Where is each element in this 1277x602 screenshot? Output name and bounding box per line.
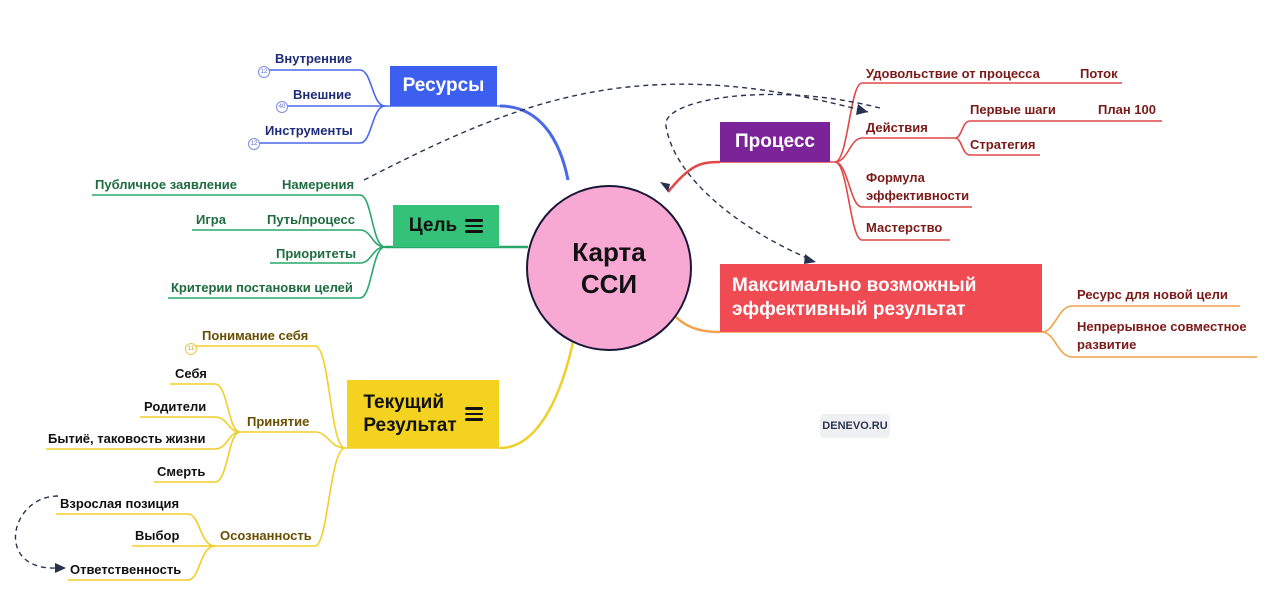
current-connectors	[46, 321, 579, 581]
result-node[interactable]: Максимально возможный эффективный резуль…	[720, 264, 1042, 332]
resources-external-badge: 40	[276, 101, 288, 113]
goal-item-intent[interactable]: Намерения	[282, 177, 355, 192]
awareness-item-adult[interactable]: Взрослая позиция	[60, 496, 180, 511]
awareness-item-responsibility[interactable]: Ответственность	[70, 562, 182, 577]
process-connectors	[667, 82, 1162, 241]
result-item-development-line1[interactable]: Непрерывное совместное	[1077, 319, 1247, 334]
goal-item-path[interactable]: Путь/процесс	[267, 212, 355, 227]
process-item-actions[interactable]: Действия	[866, 120, 928, 135]
resources-title: Ресурсы	[402, 75, 485, 96]
goal-item-criteria[interactable]: Критерии постановки целей	[171, 280, 353, 295]
awareness-item-choice[interactable]: Выбор	[135, 528, 180, 543]
arrow-heads	[55, 104, 868, 573]
current-item-acceptance[interactable]: Принятие	[247, 414, 310, 429]
result-title-line1: Максимально возможный	[732, 275, 977, 296]
goal-item-game[interactable]: Игра	[196, 212, 226, 227]
process-item-flow[interactable]: Поток	[1080, 66, 1118, 81]
resources-item-external[interactable]: Внешние	[293, 87, 352, 102]
goal-node[interactable]: Цель	[393, 205, 499, 247]
current-title-line1: Текущий	[363, 392, 445, 413]
result-item-development-line2[interactable]: развитие	[1077, 337, 1137, 352]
current-result-title: Текущий Результат	[363, 391, 456, 437]
current-item-awareness[interactable]: Осознанность	[220, 528, 312, 543]
resources-item-tools[interactable]: Инструменты	[265, 123, 353, 138]
current-result-node[interactable]: Текущий Результат	[347, 380, 499, 448]
goal-item-public[interactable]: Публичное заявление	[95, 177, 238, 192]
notes-icon	[465, 216, 484, 236]
process-item-strategy[interactable]: Стратегия	[970, 137, 1036, 152]
notes-icon	[464, 404, 483, 424]
goal-title: Цель	[408, 215, 458, 236]
central-title-line2: ССИ	[580, 269, 638, 299]
self-understanding-badge: 11	[185, 343, 197, 355]
process-item-formula-line1[interactable]: Формула	[866, 170, 925, 185]
resources-connectors	[255, 69, 570, 181]
result-title: Максимально возможный эффективный резуль…	[732, 274, 976, 322]
resources-item-internal[interactable]: Внутренние	[275, 51, 353, 66]
goal-connectors	[92, 194, 528, 299]
process-title: Процесс	[735, 131, 815, 152]
acceptance-item-death[interactable]: Смерть	[157, 464, 206, 479]
process-item-mastery[interactable]: Мастерство	[866, 220, 943, 235]
process-item-plan[interactable]: План 100	[1098, 102, 1156, 117]
relationship-arrows	[14, 83, 881, 569]
central-title-line1: Карта	[572, 237, 646, 267]
goal-item-priorities[interactable]: Приоритеты	[276, 246, 357, 261]
process-item-formula-line2[interactable]: эффективности	[866, 188, 970, 203]
current-item-self-understanding[interactable]: Понимание себя	[202, 328, 309, 343]
process-item-first-steps[interactable]: Первые шаги	[970, 102, 1056, 117]
result-item-resource[interactable]: Ресурс для новой цели	[1077, 287, 1228, 302]
watermark-label: DENEVO.RU	[820, 414, 890, 438]
current-title-line2: Результат	[363, 415, 457, 436]
acceptance-item-parents[interactable]: Родители	[144, 399, 207, 414]
central-node[interactable]: Карта ССИ	[526, 185, 692, 351]
resources-tools-badge: 12	[248, 138, 260, 150]
process-node[interactable]: Процесс	[720, 122, 830, 162]
acceptance-item-self[interactable]: Себя	[175, 366, 207, 381]
process-item-enjoyment[interactable]: Удовольствие от процесса	[866, 66, 1040, 81]
acceptance-item-being[interactable]: Бытиё, таковость жизни	[48, 431, 206, 446]
result-title-line2: эффективный результат	[732, 299, 966, 320]
resources-node[interactable]: Ресурсы	[390, 66, 497, 106]
resources-internal-badge: 12	[258, 66, 270, 78]
